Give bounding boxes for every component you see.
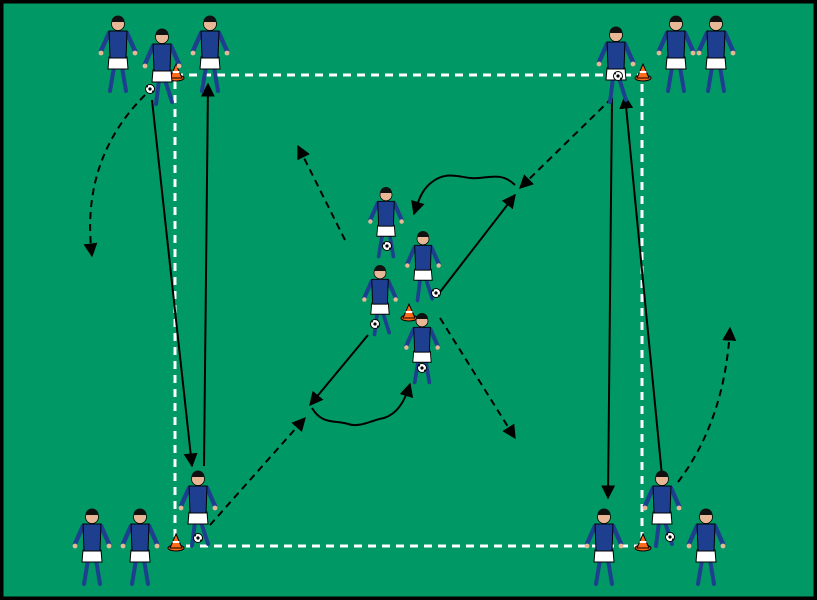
player [178,470,218,548]
soccer-ball [370,319,380,329]
soccer-ball [417,363,427,373]
pass-arrow [439,193,516,293]
run-arrow [677,326,737,483]
player [656,15,696,93]
soccer-ball [431,288,441,298]
cone [634,532,652,552]
player [584,508,624,586]
player [142,28,182,106]
soccer-ball [145,84,155,94]
player [98,15,138,93]
player [686,508,726,586]
player [120,508,160,586]
soccer-ball [193,533,203,543]
player [642,470,682,548]
players [72,15,736,586]
player [405,231,441,303]
pass-arrow [200,82,215,467]
run-arrow [518,97,613,189]
soccer-ball [613,71,623,81]
dribble-arrow [411,174,516,216]
player [368,187,404,259]
dribble-arrow [311,382,414,427]
player [72,508,112,586]
soccer-ball [665,532,675,542]
cone [167,532,185,552]
run-arrow [83,94,146,258]
run-arrow [297,144,346,241]
soccer-ball [382,241,392,251]
pass-arrow [309,334,369,407]
pass-arrow [619,94,663,477]
pass-arrow [151,99,198,468]
player [596,26,636,104]
cone [634,62,652,82]
movement-arrows [83,82,737,526]
pass-arrow [601,97,616,500]
player [190,15,230,93]
player [362,265,398,337]
cone [400,302,418,322]
player [696,15,736,93]
player [404,313,440,385]
balls [145,71,675,543]
